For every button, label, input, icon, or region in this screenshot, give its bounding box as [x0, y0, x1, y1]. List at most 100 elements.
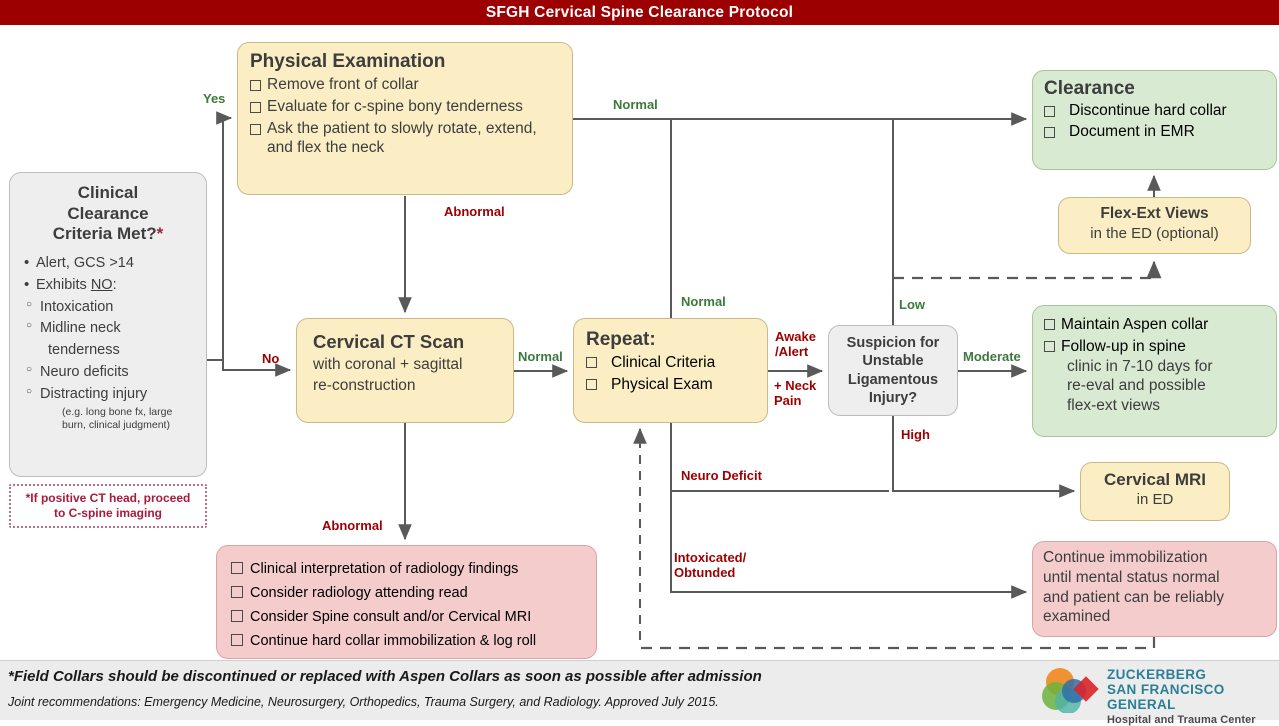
list-item: Distracting injury — [22, 384, 194, 406]
abnormal-ct-actions-box: Clinical interpretation of radiology fin… — [216, 545, 597, 659]
ct-note-line2: to C-spine imaging — [53, 506, 162, 520]
mri-sub: in ED — [1136, 491, 1174, 508]
cervical-mri-box: Cervical MRI in ED — [1080, 462, 1230, 521]
edge-label-neck-pain: + Neck Pain — [774, 378, 817, 408]
aspen-item2-line2: clinic in 7-10 days for — [1067, 357, 1213, 375]
list-item: Neuro deficits — [22, 362, 194, 384]
list-item: Clinical Criteria — [586, 353, 767, 373]
checkbox-icon[interactable] — [586, 357, 597, 368]
ct-note-line1: *If positive CT head, proceed — [25, 491, 191, 505]
checkbox-icon[interactable] — [1044, 319, 1055, 330]
list-item: Consider Spine consult and/or Cervical M… — [231, 608, 596, 627]
checkbox-icon[interactable] — [586, 379, 597, 391]
immob-line3: and patient can be reliably — [1043, 588, 1224, 606]
list-item: Ask the patient to slowly rotate, extend… — [250, 120, 562, 158]
logo-line-1: ZUCKERBERG — [1107, 667, 1207, 682]
ct-scan-sub2: re-construction — [313, 377, 416, 395]
list-item: Intoxication — [22, 297, 194, 319]
list-item: Maintain Aspen collar — [1044, 315, 1276, 335]
suspicion-line4: Injury? — [868, 389, 918, 406]
immob-line2: until mental status normal — [1043, 568, 1220, 586]
clinical-title-line1: Clinical — [77, 183, 139, 202]
continue-immobilization-box: Continue immobilization until mental sta… — [1032, 541, 1277, 637]
mri-title: Cervical MRI — [1103, 470, 1207, 489]
immob-line1: Continue immobilization — [1043, 549, 1208, 566]
distracting-injury-note: (e.g. long bone fx, large burn, clinical… — [62, 406, 173, 432]
footer-note-1: *Field Collars should be discontinued or… — [8, 668, 762, 685]
zsfg-logo: ZUCKERBERG SAN FRANCISCO GENERAL Hospita… — [1035, 662, 1279, 726]
checkbox-icon[interactable] — [231, 562, 243, 574]
clinical-title-line3: Criteria Met? — [52, 224, 157, 244]
list-item: Evaluate for c-spine bony tenderness — [250, 98, 562, 117]
clinical-criteria-list: Alert, GCS >14 Exhibits NO: Intoxication… — [22, 252, 194, 431]
list-item: Physical Exam — [586, 375, 767, 395]
physical-exam-title: Physical Examination — [250, 51, 446, 72]
logo-circles-icon — [1042, 668, 1099, 713]
checkbox-icon[interactable] — [231, 633, 243, 646]
edge-label-normal-ct: Normal — [518, 349, 563, 364]
aspen-item2-line4: flex-ext views — [1067, 397, 1161, 415]
clearance-box: Clearance Discontinue hard collar Docume… — [1032, 70, 1277, 170]
list-item: Discontinue hard collar — [1044, 102, 1276, 121]
list-item: Follow-up in spine — [1044, 337, 1276, 357]
immob-line4: examined — [1043, 608, 1111, 626]
list-item: Consider radiology attending read — [231, 584, 596, 603]
edge-label-awake-alert: Awake /Alert — [775, 329, 816, 359]
ct-scan-sub1: with coronal + sagittal — [313, 356, 463, 373]
checkbox-icon[interactable] — [1044, 340, 1055, 352]
edge-label-normal-repeat: Normal — [681, 294, 726, 309]
list-item: Alert, GCS >14 — [22, 252, 194, 275]
checkbox-icon[interactable] — [231, 585, 243, 598]
aspen-item2-line3: re-eval and possible — [1067, 377, 1206, 395]
suspicion-line1: Suspicion for — [846, 335, 940, 352]
logo-line-2: SAN FRANCISCO GENERAL — [1107, 682, 1225, 713]
flex-ext-sub: in the ED (optional) — [1090, 225, 1219, 242]
edge-label-moderate: Moderate — [963, 349, 1021, 364]
list-item: (e.g. long bone fx, large burn, clinical… — [22, 406, 194, 431]
checkbox-icon[interactable] — [1044, 126, 1055, 138]
clinical-criteria-box: Clinical Clearance Criteria Met?* Alert,… — [9, 172, 207, 477]
edge-label-abnormal-ct: Abnormal — [322, 518, 383, 533]
edge-label-no: No — [262, 351, 280, 366]
edge-label-intoxicated: Intoxicated/ Obtunded — [674, 550, 747, 580]
logo-line-3: Hospital and Trauma Center — [1107, 714, 1256, 726]
no-emphasis: NO — [90, 276, 113, 293]
flex-ext-views-box: Flex-Ext Views in the ED (optional) — [1058, 197, 1251, 254]
checkbox-icon[interactable] — [250, 80, 261, 91]
repeat-box: Repeat: Clinical Criteria Physical Exam — [573, 318, 768, 423]
list-item: Document in EMR — [1044, 123, 1276, 142]
physical-examination-box: Physical Examination Remove front of col… — [237, 42, 573, 195]
checkbox-icon[interactable] — [1044, 106, 1055, 117]
checkbox-icon[interactable] — [250, 123, 261, 135]
suspicion-line3: Ligamentous — [847, 371, 939, 388]
cervical-ct-scan-box: Cervical CT Scan with coronal + sagittal… — [296, 318, 514, 423]
page-title: SFGH Cervical Spine Clearance Protocol — [485, 3, 794, 21]
suspicion-line2: Unstable — [862, 353, 924, 370]
edge-label-yes: Yes — [203, 91, 226, 106]
edge-label-high: High — [901, 427, 930, 442]
edge-label-normal-exam: Normal — [613, 97, 658, 112]
edge-label-abnormal-exam: Abnormal — [444, 204, 505, 219]
repeat-title: Repeat: — [586, 329, 656, 350]
clinical-title-asterisk: * — [156, 224, 164, 244]
list-item: Continue hard collar immobilization & lo… — [231, 632, 596, 651]
list-item: Clinical interpretation of radiology fin… — [231, 560, 596, 579]
ct-scan-title: Cervical CT Scan — [313, 331, 465, 352]
edge-label-low: Low — [899, 297, 925, 312]
list-item: tenderness — [48, 342, 120, 359]
checkbox-icon[interactable] — [231, 609, 243, 622]
list-item: Remove front of collar — [250, 76, 562, 95]
edge-label-neuro-deficit: Neuro Deficit — [681, 468, 762, 483]
clearance-title: Clearance — [1044, 78, 1135, 99]
aspen-collar-box: Maintain Aspen collar Follow-up in spine… — [1032, 305, 1277, 437]
suspicion-decision-box: Suspicion for Unstable Ligamentous Injur… — [828, 325, 958, 416]
clinical-criteria-title: Clinical Clearance Criteria Met?* — [22, 183, 194, 245]
clinical-title-line2: Clearance — [67, 203, 149, 223]
list-item: Exhibits NO: — [22, 274, 194, 297]
page-title-bar: SFGH Cervical Spine Clearance Protocol — [0, 0, 1279, 25]
footer-note-2: Joint recommendations: Emergency Medicin… — [8, 695, 719, 709]
checkbox-icon[interactable] — [250, 101, 261, 113]
logo-text: ZUCKERBERG SAN FRANCISCO GENERAL Hospita… — [1107, 667, 1279, 726]
flex-ext-title: Flex-Ext Views — [1100, 205, 1209, 222]
list-item: Midline neck — [22, 318, 194, 340]
